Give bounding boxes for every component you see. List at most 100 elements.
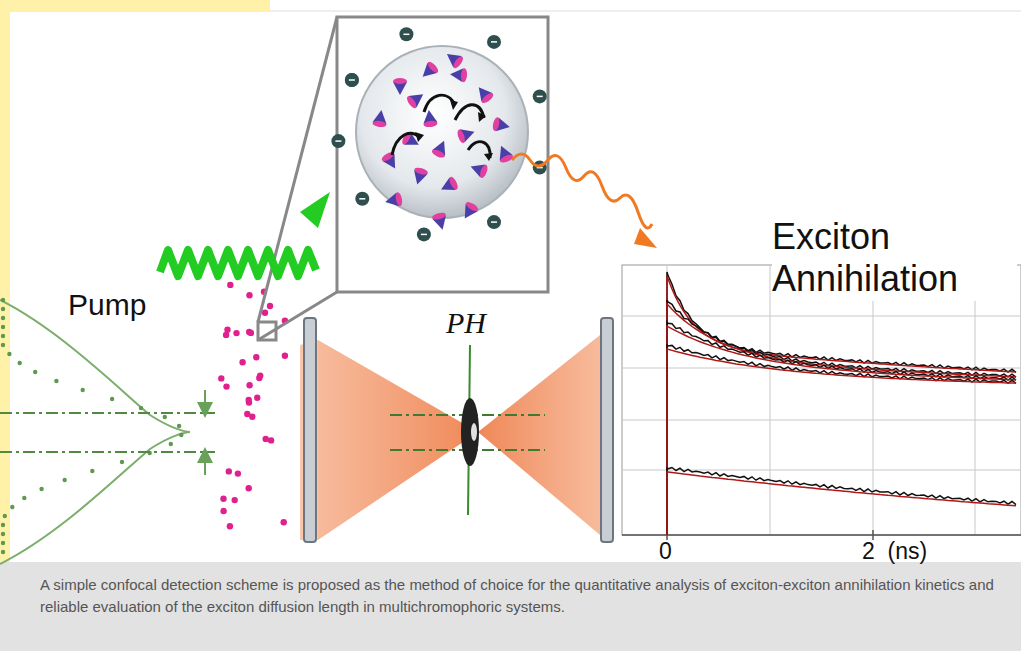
chromophore [418, 60, 440, 82]
pump-label: Pump [68, 288, 146, 322]
chromophore [431, 211, 449, 231]
profile-dot [81, 388, 85, 392]
sample-dot [235, 470, 241, 476]
chromophore [450, 67, 468, 82]
chromophore [372, 109, 388, 128]
profile-dot [1, 334, 5, 338]
profile-dot [3, 514, 7, 518]
ion-sign [349, 79, 355, 81]
profile-dot [18, 361, 22, 365]
chromophore [384, 192, 403, 209]
profile-dot [139, 406, 143, 410]
ion-sign [403, 34, 409, 36]
grid-line [622, 420, 1021, 421]
counter-ion [487, 215, 501, 229]
sample-dot [267, 303, 273, 309]
sample-dot [218, 375, 224, 381]
chromophore [431, 138, 451, 159]
chromophore [438, 176, 460, 196]
sample-dot [232, 497, 238, 503]
sample-dot [246, 485, 252, 491]
counter-ion [345, 73, 359, 87]
sample-dot [226, 468, 232, 474]
caption: A simple confocal detection scheme is pr… [40, 574, 1000, 618]
axis-tick-label: 2 (ns) [862, 538, 927, 565]
data-curve [667, 300, 1016, 535]
chromophore [405, 89, 427, 110]
counter-ion [355, 192, 369, 206]
ion-sign [491, 221, 497, 223]
profile-dot [169, 442, 173, 446]
data-curve [667, 272, 1016, 535]
sample-dot [282, 353, 288, 359]
profile-dot [1, 541, 5, 545]
pinhole-label: PH [446, 306, 486, 340]
ion-sign [359, 198, 365, 200]
profile-dot [1, 298, 5, 302]
ion-sign [491, 41, 497, 43]
counter-ion [487, 35, 501, 49]
axis-tick-label: 0 [659, 538, 672, 565]
sample-dot [227, 282, 233, 288]
chromophore [456, 125, 477, 144]
counter-ion [533, 89, 547, 103]
chromophore [473, 83, 495, 105]
sample-dot [246, 397, 252, 403]
profile-dot [177, 424, 181, 428]
counter-ion [417, 227, 431, 241]
sample-dot [220, 508, 226, 514]
ion-sign [335, 140, 341, 142]
profile-dot [90, 469, 94, 473]
fit-curve [667, 276, 1016, 535]
profile-dot [163, 415, 167, 419]
profile-dot [54, 379, 58, 383]
profile-dot [1, 523, 5, 527]
fit-curve [667, 349, 1016, 535]
sample-dot [224, 327, 230, 333]
sample-dot [233, 330, 239, 336]
profile-dot [10, 505, 14, 509]
sample-dot [281, 519, 287, 525]
ion-sign [349, 79, 355, 81]
sample-dot [220, 496, 226, 502]
profile-dot [1, 316, 5, 320]
sample-dot [253, 354, 259, 360]
profile-dot [120, 460, 124, 464]
chromophore [468, 160, 489, 179]
grid-line [975, 265, 976, 535]
sample-dot [257, 372, 263, 378]
profile-dot [62, 478, 66, 482]
data-curve [667, 322, 1016, 535]
profile-dot [7, 352, 11, 356]
sample-dot [239, 359, 245, 365]
sample-dot [262, 310, 268, 316]
profile-dot [39, 487, 43, 491]
chart-title: Exciton Annihilation [772, 216, 1017, 301]
profile-dot [1, 343, 5, 347]
sample-dot [227, 523, 233, 529]
chromophore [459, 200, 480, 222]
chromophore [411, 166, 429, 186]
profile-dot [110, 397, 114, 401]
sample-dot [223, 383, 229, 389]
sample-dot [263, 436, 269, 442]
profile-dot [179, 433, 183, 437]
counter-ion [345, 73, 359, 87]
sample-dot [244, 411, 250, 417]
chromophore [495, 143, 515, 164]
profile-dot [33, 370, 37, 374]
grid-line [770, 265, 771, 535]
chromophore [492, 117, 512, 134]
fit-curve [667, 326, 1016, 535]
profile-dot [22, 496, 26, 500]
ion-sign [421, 234, 427, 236]
chromophore [443, 48, 465, 69]
data-curve [667, 468, 1016, 536]
profile-dot [1, 532, 5, 536]
chromophore [393, 78, 407, 95]
data-curve [667, 345, 1016, 535]
sample-dot [246, 292, 252, 298]
ion-sign [537, 96, 543, 98]
fit-curve [667, 304, 1016, 535]
counter-ion [331, 134, 345, 148]
